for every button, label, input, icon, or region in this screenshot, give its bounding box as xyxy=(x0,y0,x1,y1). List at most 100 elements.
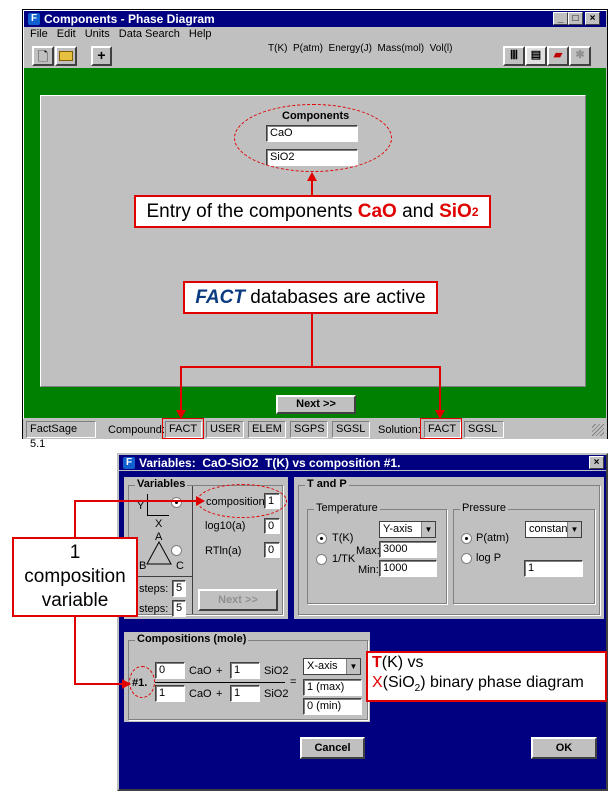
composition-number-highlight xyxy=(129,666,155,698)
compound-db-sgsl[interactable]: SGSL xyxy=(332,421,370,438)
menu-data-search[interactable]: Data Search xyxy=(118,28,180,40)
connector-line xyxy=(311,314,313,367)
logp-radio[interactable] xyxy=(461,553,472,564)
callout-line-2: X(SiO2) binary phase diagram xyxy=(372,674,584,695)
numerator-cao-input[interactable]: 0 xyxy=(155,662,185,679)
plus-label: + xyxy=(216,665,223,677)
compound-db-elem[interactable]: ELEM xyxy=(248,421,286,438)
steps-input-1[interactable]: 5 xyxy=(172,580,186,597)
inverse-tk-label: 1/TK xyxy=(332,553,356,565)
logp-label: log P xyxy=(476,552,502,564)
fraction-bar xyxy=(155,682,285,683)
composition-variable-callout: 1 composition variable xyxy=(12,537,138,617)
arrow-head-down xyxy=(435,410,445,419)
compound-db-sgps[interactable]: SGPS xyxy=(290,421,328,438)
pressure-mode-select[interactable]: constant▼ xyxy=(525,521,582,538)
patm-radio[interactable] xyxy=(461,533,472,544)
fact-callout: FACT databases are active xyxy=(183,281,438,314)
temperature-group: Temperature xyxy=(307,502,447,604)
menu-help[interactable]: Help xyxy=(188,28,212,40)
compound-db-fact[interactable]: FACT xyxy=(165,421,202,438)
max-label: Max: xyxy=(356,545,380,557)
callout-line-1: T(K) vs xyxy=(372,654,424,672)
solution-db-sgsl[interactable]: SGSL xyxy=(464,421,504,438)
compound-label: Compound: xyxy=(108,424,165,436)
pressure-group: Pressure xyxy=(453,502,595,604)
units-display: T(K) P(atm) Energy(J) Mass(mol) Vol(l) xyxy=(268,43,453,54)
menu-edit[interactable]: Edit xyxy=(56,28,76,40)
xy-mode-radio[interactable] xyxy=(171,497,182,508)
add-button[interactable]: + xyxy=(91,46,112,66)
ok-button[interactable]: OK xyxy=(531,737,597,759)
resize-grip-icon[interactable] xyxy=(592,424,604,436)
log10-input[interactable]: 0 xyxy=(264,518,280,534)
steps-label: steps: xyxy=(139,583,169,595)
sio2-label: SiO2 xyxy=(264,665,289,677)
chevron-down-icon: ▼ xyxy=(567,522,581,537)
arrow-head-up xyxy=(307,172,317,181)
composition-max-input[interactable]: 1 (max) xyxy=(303,679,362,696)
menu-bar: File Edit Units Data Search Help xyxy=(30,28,212,40)
min-label: Min: xyxy=(358,564,379,576)
tools-button[interactable]: Ⅲ xyxy=(503,46,525,66)
denominator-sio2-input[interactable]: 1 xyxy=(230,685,260,702)
book-button[interactable]: ▰ xyxy=(547,46,569,66)
fact-highlight-box xyxy=(162,418,204,439)
axis-y-label: Y xyxy=(137,500,145,512)
temperature-axis-select[interactable]: Y-axis▼ xyxy=(379,521,436,538)
composition-axis-select[interactable]: X-axis▼ xyxy=(303,658,361,675)
connector-line xyxy=(74,683,124,685)
arrow-head-right xyxy=(196,496,205,506)
patm-label: P(atm) xyxy=(476,532,509,544)
temperature-min-input[interactable]: 1000 xyxy=(379,560,437,577)
t-and-p-panel xyxy=(294,477,604,619)
fact-highlight-box xyxy=(420,418,462,439)
numerator-sio2-input[interactable]: 1 xyxy=(230,662,260,679)
ternary-mode-radio[interactable] xyxy=(171,545,182,556)
maximize-button[interactable]: □ xyxy=(568,12,583,25)
temperature-max-input[interactable]: 3000 xyxy=(379,541,437,558)
pressure-value-input[interactable]: 1 xyxy=(524,560,583,577)
rtln-input[interactable]: 0 xyxy=(264,542,280,558)
menu-units[interactable]: Units xyxy=(84,28,110,40)
cancel-button[interactable]: Cancel xyxy=(300,737,365,759)
arrow-head-down xyxy=(176,410,186,419)
arrow-line xyxy=(311,180,313,196)
chevron-down-icon: ▼ xyxy=(421,522,435,537)
version-label: FactSage 5.1 xyxy=(26,421,96,450)
composition-highlight-ellipse xyxy=(197,484,287,518)
minimize-button[interactable]: _ xyxy=(553,12,568,25)
disabled-tool-button[interactable]: ✱ xyxy=(569,46,591,66)
divider xyxy=(192,486,193,614)
divider xyxy=(128,576,192,577)
sio2-label: SiO2 xyxy=(264,688,289,700)
compound-db-user[interactable]: USER xyxy=(206,421,244,438)
cao-label: CaO xyxy=(189,688,212,700)
variables-next-button[interactable]: Next >> xyxy=(198,589,278,611)
main-title: Components - Phase Diagram xyxy=(44,12,215,26)
dialog-title-bar: F Variables: CaO-SiO2 T(K) vs compositio… xyxy=(119,455,606,471)
close-button[interactable]: × xyxy=(585,12,600,25)
solution-label: Solution: xyxy=(378,424,421,436)
ternary-a-label: A xyxy=(155,531,163,543)
menu-file[interactable]: File xyxy=(30,28,48,40)
steps-label: steps: xyxy=(139,603,169,615)
steps-input-2[interactable]: 5 xyxy=(172,600,186,617)
xy-axes-icon xyxy=(147,494,169,516)
dialog-close-button[interactable]: × xyxy=(589,456,604,469)
composition-min-input[interactable]: 0 (min) xyxy=(303,698,362,715)
inverse-tk-radio[interactable] xyxy=(316,554,327,565)
open-folder-icon xyxy=(59,51,73,61)
list-edit-button[interactable]: ▤ xyxy=(525,46,547,66)
denominator-cao-input[interactable]: 1 xyxy=(155,685,185,702)
defining-callout: T(K) vs X(SiO2) binary phase diagram xyxy=(366,651,607,702)
solution-db-fact[interactable]: FACT xyxy=(424,421,461,438)
arrow-head-right xyxy=(122,679,131,689)
connector-line xyxy=(74,500,198,502)
open-folder-button[interactable] xyxy=(55,46,77,66)
next-button[interactable]: Next >> xyxy=(276,395,356,414)
tk-radio[interactable] xyxy=(316,533,327,544)
plus-label: + xyxy=(216,688,223,700)
ternary-c-label: C xyxy=(176,560,184,572)
new-document-button[interactable]: 🗋 xyxy=(32,46,54,66)
